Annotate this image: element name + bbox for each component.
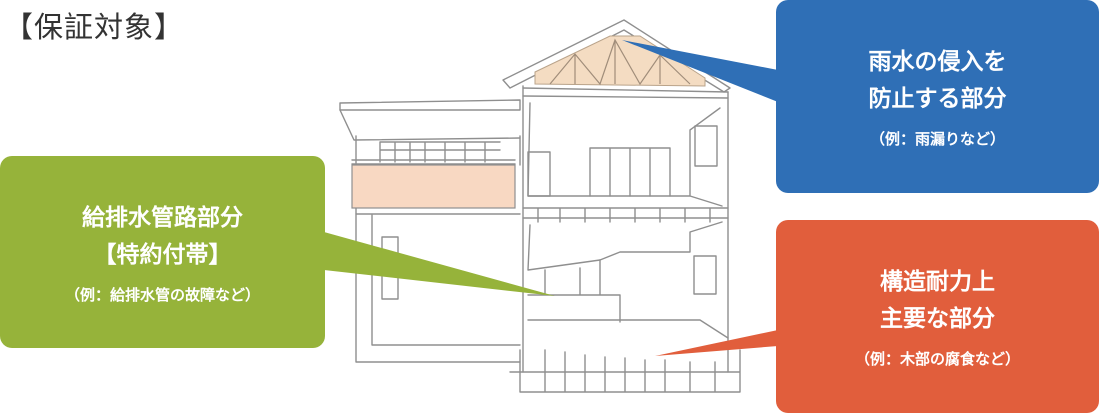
water-pipe-callout: 給排水管路部分 【特約付帯】 （例：給排水管の故障など） <box>0 156 325 348</box>
structural-callout: 構造耐力上 主要な部分 （例：木部の腐食など） <box>776 220 1099 413</box>
foundation <box>509 349 741 393</box>
downstairs-window <box>693 255 717 295</box>
upstairs-door <box>527 151 551 197</box>
page-title: 【保証対象】 <box>4 10 185 44</box>
upstairs-room <box>527 102 723 207</box>
attic-floor <box>522 87 729 99</box>
rain-pointer <box>622 40 778 102</box>
struct-callout-example: （例：木部の腐食など） <box>854 350 1020 368</box>
second-floor-slab <box>522 207 729 223</box>
upstairs-closet <box>589 147 671 197</box>
roof-truss-highlight <box>534 35 706 87</box>
upstairs-window <box>694 125 718 167</box>
balcony-highlight <box>351 164 516 209</box>
rain-callout-line1: 雨水の侵入を <box>868 49 1007 75</box>
left-roof <box>339 99 521 111</box>
water-callout-example: （例：給排水管の故障など） <box>64 285 260 304</box>
struct-callout-line1: 構造耐力上 <box>880 269 995 295</box>
upper-windows <box>379 141 501 163</box>
water-pointer <box>324 232 555 296</box>
rain-protection-callout: 雨水の侵入を 防止する部分 （例：雨漏りなど） <box>776 0 1099 193</box>
kitchen-counter <box>527 259 621 323</box>
main-walls <box>522 85 729 373</box>
rain-callout-line2: 防止する部分 <box>868 86 1007 112</box>
roof-truss-lines <box>549 38 691 86</box>
water-callout-line2: 【特約付帯】 <box>93 241 232 268</box>
struct-callout-line2: 主要な部分 <box>880 306 995 332</box>
balcony-railing <box>351 159 516 165</box>
water-callout-line1: 給排水管路部分 <box>82 204 243 231</box>
struct-pointer <box>655 330 778 356</box>
downstairs-room <box>527 221 729 339</box>
rain-callout-example: （例：雨漏りなど） <box>869 130 1005 148</box>
